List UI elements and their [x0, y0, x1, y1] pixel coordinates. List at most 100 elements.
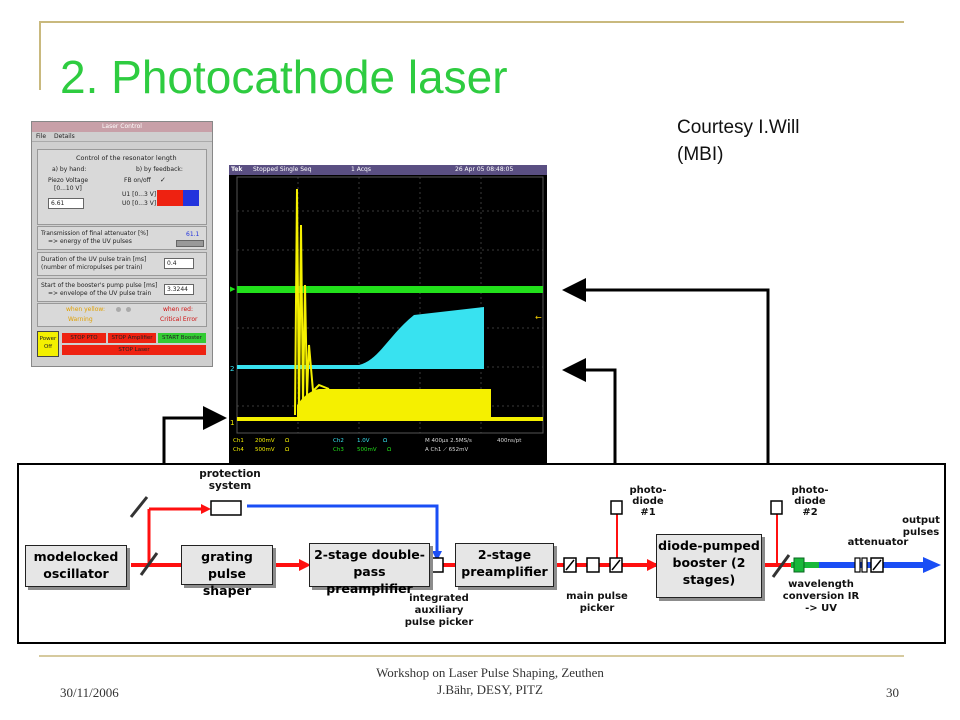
- booster-box: diode-pumped booster (2 stages): [656, 534, 762, 598]
- scope-footer: Ch1 200mV Ω Ch2 1.0V Ω M 400µs 2.5MS/s 4…: [229, 435, 547, 463]
- schematic-beams: [129, 496, 941, 578]
- fb-label: FB on/off: [124, 177, 151, 184]
- footer-page-number: 30: [886, 685, 899, 700]
- transmission-panel: Transmission of final attenuator [%] => …: [37, 226, 207, 250]
- start-booster-button[interactable]: START Booster: [158, 333, 206, 343]
- piezo-voltage-input[interactable]: 6.61: [48, 198, 84, 209]
- courtesy-line-2: (MBI): [677, 144, 724, 165]
- footer-ch1: Ch1: [233, 438, 244, 444]
- transmission-line-2: => energy of the UV pulses: [48, 238, 132, 245]
- footer-center-line-2: J.Bähr, DESY, PITZ: [437, 682, 543, 697]
- footer-ch3-ohm: Ω: [387, 447, 392, 453]
- footer-ch4: Ch4: [233, 447, 244, 453]
- scope-state: Stopped Single Seq: [253, 166, 312, 173]
- laser-schematic: modelocked oscillator grating pulse shap…: [17, 463, 946, 644]
- wavelength-conversion-label: wavelength conversion IR -> UV: [782, 579, 860, 614]
- grating-shaper-box: grating pulse shaper: [181, 545, 273, 598]
- by-hand-label: a) by hand:: [52, 166, 87, 173]
- status-led-1: [116, 307, 121, 312]
- photodiode-2-label: photo- diode #2: [791, 485, 829, 518]
- transmission-slider[interactable]: [176, 240, 204, 247]
- start-panel: Start of the booster's pump pulse [ms] =…: [37, 278, 207, 302]
- courtesy-line-1: Courtesy I.Will: [677, 117, 800, 138]
- critical-error-label: Critical Error: [160, 316, 198, 323]
- scope-timestamp: 26 Apr 05 08:48:05: [455, 166, 514, 173]
- laser-control-menu: File Details: [32, 132, 212, 142]
- start-line-2: => envelope of the UV pulse train: [48, 290, 152, 297]
- piezo-label: Piezo Voltage: [48, 177, 89, 184]
- u1-bar: [157, 190, 183, 198]
- start-input[interactable]: 3.3244: [164, 284, 194, 295]
- menu-file[interactable]: File: [36, 133, 47, 140]
- u1-label: U1 [0...3 V]: [122, 191, 157, 198]
- transmission-line-1: Transmission of final attenuator [%]: [41, 230, 149, 237]
- footer-center: Workshop on Laser Pulse Shaping, Zeuthen…: [300, 664, 680, 698]
- duration-panel: Duration of the UV pulse train [ms] (num…: [37, 252, 207, 276]
- warning-label: Warning: [68, 316, 93, 323]
- double-pass-preamp-box: 2-stage double- pass preamplifier: [309, 543, 430, 596]
- trace-green: [237, 286, 543, 293]
- footer-resolution: 400ns/pt: [497, 438, 522, 444]
- status-panel: when yellow: when red: Warning Critical …: [37, 303, 207, 327]
- footer-date: 30/11/2006: [60, 685, 119, 700]
- footer-ch2: Ch2: [333, 438, 344, 444]
- footer-trigger: A Ch1 ⟋ 652mV: [425, 447, 469, 453]
- footer-ch2-scale: 1.0V: [357, 438, 370, 444]
- feedback-indicator: [157, 190, 199, 206]
- stop-laser-button[interactable]: STOP Laser: [62, 345, 206, 355]
- scope-header: Tek Stopped Single Seq 1 Acqs 26 Apr 05 …: [229, 165, 547, 175]
- u0-label: U0 [0...3 V]: [122, 200, 157, 207]
- by-feedback-label: b) by feedback:: [136, 166, 183, 173]
- footer-timebase: M 400µs 2.5MS/s: [425, 438, 472, 444]
- integrated-picker-label: integrated auxiliary pulse picker: [404, 593, 474, 628]
- duration-input[interactable]: 0.4: [164, 258, 194, 269]
- transmission-value: 61.1: [186, 231, 200, 238]
- trace-yellow-body: [237, 389, 543, 421]
- stop-amplifier-button[interactable]: STOP Amplifier: [108, 333, 156, 343]
- u0-bar: [157, 198, 183, 206]
- footer-ch3: Ch3: [333, 447, 344, 453]
- resonator-heading: Control of the resonator length: [76, 154, 177, 162]
- stop-pto-button[interactable]: STOP PTO: [62, 333, 106, 343]
- when-yellow-label: when yellow:: [66, 306, 105, 313]
- attenuator-label: attenuator: [847, 537, 909, 548]
- ch-marker-1: 1: [230, 419, 234, 427]
- scope-brand: Tek: [231, 166, 243, 173]
- footer-ch2-ohm: Ω: [383, 438, 388, 444]
- modelocked-oscillator-box: modelocked oscillator: [25, 545, 127, 587]
- laser-control-window: Laser Control File Details Control of th…: [31, 121, 213, 367]
- scope-acqs: 1 Acqs: [351, 166, 371, 173]
- footer-ch3-scale: 500mV: [357, 447, 377, 453]
- footer-center-line-1: Workshop on Laser Pulse Shaping, Zeuthen: [376, 665, 604, 680]
- scope-traces: ▶ 2 1 ←: [230, 176, 544, 434]
- trigger-marker: ←: [535, 313, 542, 322]
- resonator-panel: Control of the resonator length a) by ha…: [37, 149, 207, 225]
- fb-checkbox[interactable]: ✓: [160, 176, 166, 184]
- duration-line-2: (number of micropulses per train): [41, 264, 143, 271]
- footer-ch1-scale: 200mV: [255, 438, 275, 444]
- oscilloscope-screen: Tek Stopped Single Seq 1 Acqs 26 Apr 05 …: [229, 165, 547, 463]
- power-off-button[interactable]: Power Off: [37, 331, 59, 357]
- courtesy-note: Courtesy I.Will (MBI): [677, 114, 799, 168]
- footer-ch4-ohm: Ω: [285, 447, 290, 453]
- photodiode-1-label: photo- diode #1: [629, 485, 667, 518]
- laser-control-title: Laser Control: [32, 122, 212, 132]
- footer-ch1-ohm: Ω: [285, 438, 290, 444]
- trace-cyan: [237, 307, 484, 369]
- start-line-1: Start of the booster's pump pulse [ms]: [41, 282, 158, 289]
- duration-line-1: Duration of the UV pulse train [ms]: [41, 256, 147, 263]
- when-red-label: when red:: [163, 306, 193, 313]
- page-title: 2. Photocathode laser: [60, 51, 508, 103]
- piezo-range: [0...10 V]: [54, 185, 82, 192]
- main-picker-label: main pulse picker: [566, 591, 628, 614]
- ch-marker-2: 2: [230, 365, 234, 373]
- status-led-2: [126, 307, 131, 312]
- output-pulses-label: output pulses: [902, 515, 940, 538]
- menu-details[interactable]: Details: [53, 133, 75, 140]
- preamplifier-box: 2-stage preamplifier: [455, 543, 554, 587]
- footer-ch4-scale: 500mV: [255, 447, 275, 453]
- trace-yellow-spike: [294, 188, 330, 416]
- protection-system-label: protection system: [199, 468, 261, 492]
- ch-marker-green: ▶: [230, 285, 236, 293]
